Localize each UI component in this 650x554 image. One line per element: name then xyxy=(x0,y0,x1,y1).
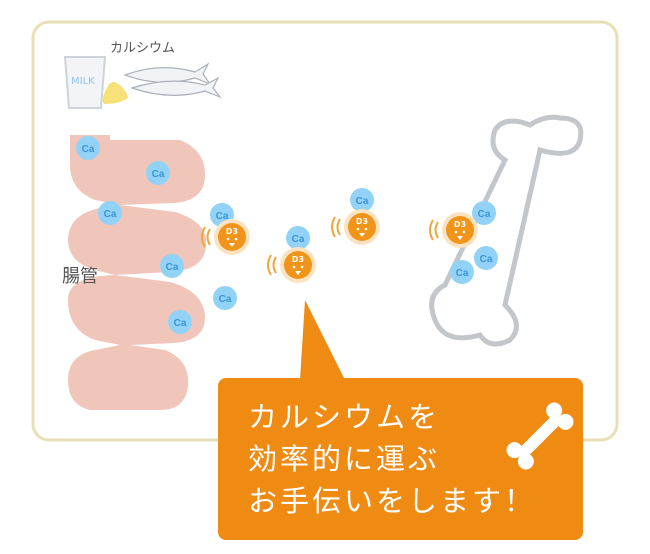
vitamin-d-label: D3 xyxy=(226,227,238,236)
calcium-ion-label: Ca xyxy=(292,234,305,245)
intestine-label: 腸管 xyxy=(62,266,98,287)
vitamin-d-label: D3 xyxy=(356,217,368,226)
calcium-ion-label: Ca xyxy=(104,209,117,220)
calcium-ion-label: Ca xyxy=(152,169,165,180)
calcium-ion: Ca xyxy=(474,246,498,270)
calcium-ion-label: Ca xyxy=(216,211,229,222)
milk-label: MILK xyxy=(71,76,95,87)
vitamin-d-character: D3 xyxy=(267,247,316,283)
calcium-ion-label: Ca xyxy=(478,209,491,220)
calcium-ion: Ca xyxy=(286,226,310,250)
calcium-ion-label: Ca xyxy=(456,268,469,279)
vitamin-d-label: D3 xyxy=(292,255,304,264)
calcium-ion: Ca xyxy=(160,254,184,278)
callout-pointer xyxy=(300,300,345,380)
vitamin-d-character: D3 xyxy=(331,209,380,245)
vitamin-d-character: D3 xyxy=(201,219,250,255)
callout-line-2: 効率的に運ぶ xyxy=(248,442,441,476)
callout-line-1: カルシウムを xyxy=(248,400,441,434)
calcium-ion: Ca xyxy=(76,136,100,160)
calcium-ion-label: Ca xyxy=(480,254,493,265)
callout-box: カルシウムを 効率的に運ぶ お手伝いをします！ xyxy=(218,378,583,540)
callout-line-3: お手伝いをします！ xyxy=(248,484,537,518)
calcium-label: カルシウム xyxy=(110,41,175,56)
milk-glass-icon: MILK xyxy=(63,56,107,109)
calcium-ion: Ca xyxy=(450,260,474,284)
calcium-ion: Ca xyxy=(472,201,496,225)
calcium-ion: Ca xyxy=(213,286,237,310)
vitamin-d-label: D3 xyxy=(454,220,466,229)
calcium-ion-label: Ca xyxy=(82,144,95,155)
calcium-ion-label: Ca xyxy=(174,318,187,329)
fish-icon xyxy=(123,62,222,99)
intestine xyxy=(68,135,207,410)
vitamin-d-character: D3 xyxy=(429,212,478,248)
cheese-icon xyxy=(102,81,128,104)
calcium-ion-label: Ca xyxy=(166,262,179,273)
calcium-ion: Ca xyxy=(146,161,170,185)
calcium-ion-label: Ca xyxy=(219,294,232,305)
bone-icon xyxy=(506,402,574,470)
calcium-ion: Ca xyxy=(168,310,192,334)
calcium-ion: Ca xyxy=(98,201,122,225)
calcium-ion-label: Ca xyxy=(356,196,369,207)
calcium-ion: Ca xyxy=(350,188,374,212)
bone xyxy=(429,114,584,347)
